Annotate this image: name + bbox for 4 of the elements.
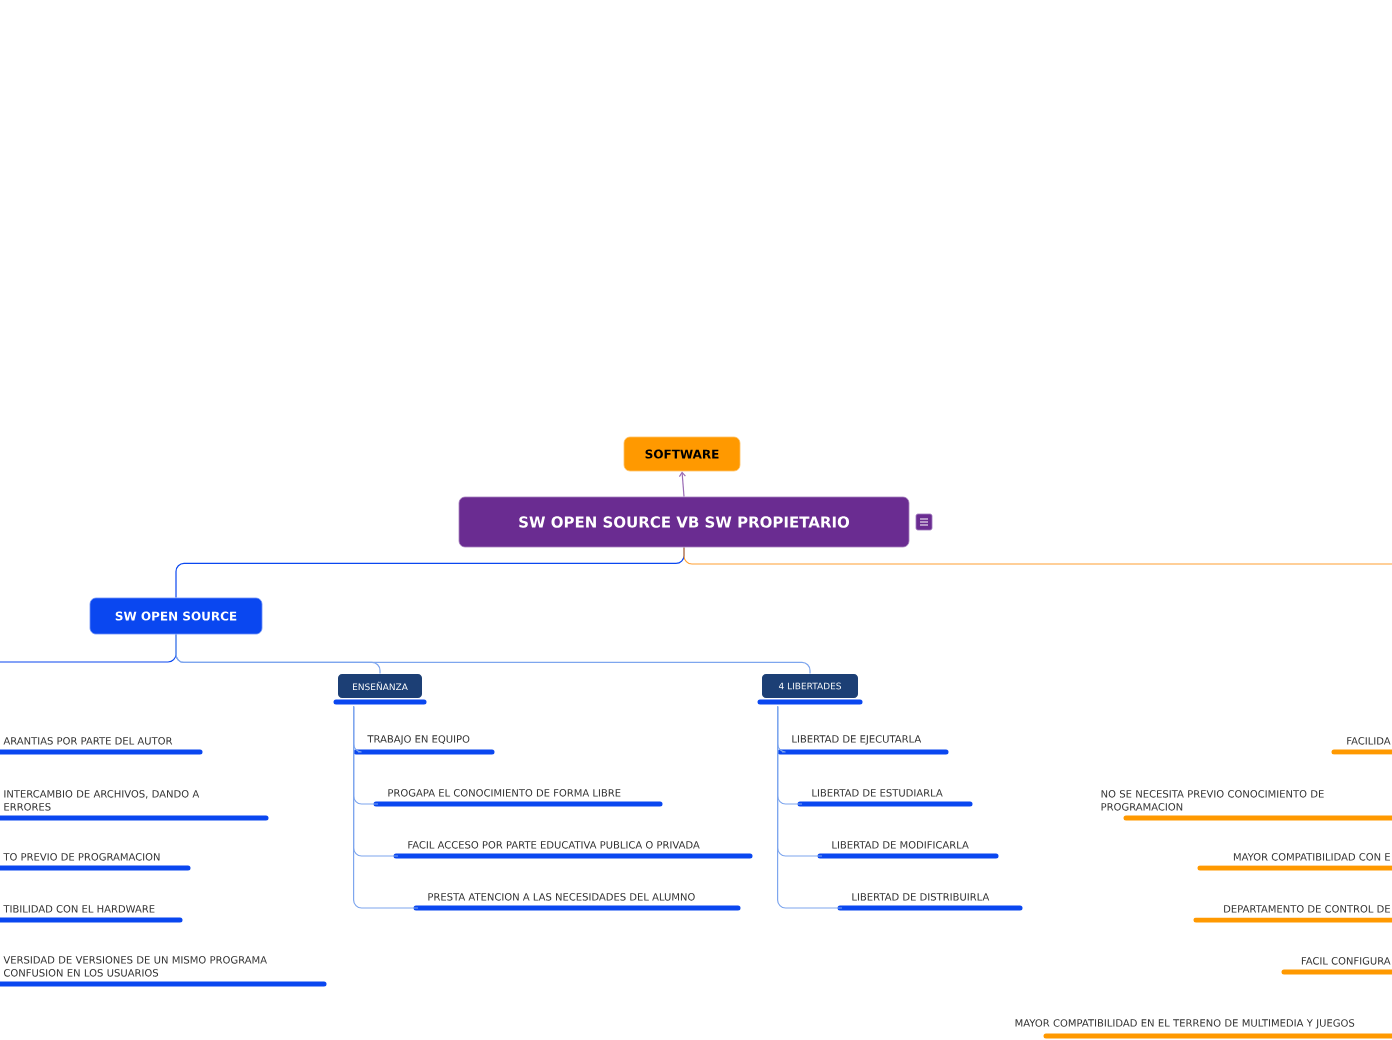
connector-line bbox=[678, 471, 686, 498]
connector-line bbox=[777, 705, 843, 909]
connector-line bbox=[353, 705, 419, 909]
connector-line bbox=[683, 546, 1392, 565]
